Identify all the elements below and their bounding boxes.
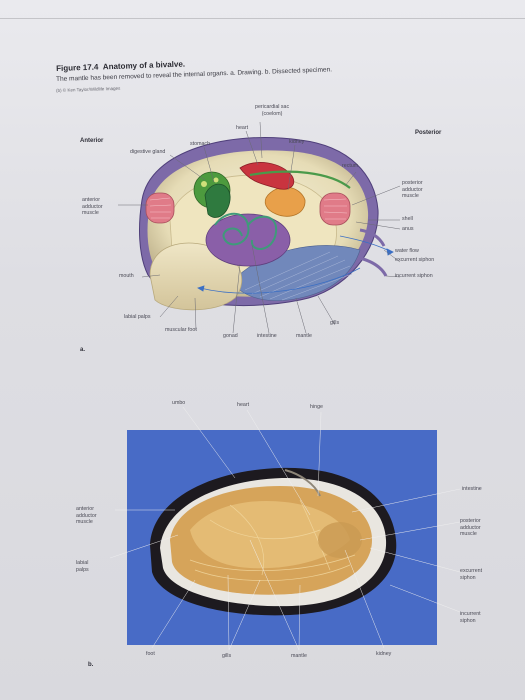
drawing-incurrent-siphon [359, 256, 388, 277]
photo-label-umbo: umbo [172, 400, 186, 406]
drawing-heart [239, 162, 295, 190]
label-intestine: intestine [257, 333, 277, 339]
drawing-foot [149, 242, 243, 311]
photo-label-excurrent-siphon: excurrent siphon [460, 568, 483, 581]
label-anus: anus [402, 226, 414, 232]
label-muscular-foot: muscular foot [165, 327, 197, 333]
label-mouth: mouth [119, 273, 134, 279]
drawing-stomach [204, 183, 231, 218]
label-gonad: gonad [223, 333, 238, 339]
page-edge-line [0, 18, 525, 19]
photo-label-heart: heart [237, 402, 250, 408]
label-mantle: mantle [296, 333, 312, 339]
label-incurrent-siphon: incurrent siphon [395, 273, 433, 279]
panel-b-letter: b. [88, 662, 94, 668]
label-gills: gills [330, 320, 340, 326]
photo-posterior-region [318, 522, 362, 558]
label-heart: heart [236, 125, 249, 131]
photo-label-anterior-adductor: anterior adductor muscle [76, 506, 97, 525]
panel-a-letter: a. [80, 347, 86, 353]
label-excurrent-siphon: excurrent siphon [395, 257, 435, 263]
posterior-label: Posterior [415, 130, 442, 136]
anterior-label: Anterior [80, 138, 104, 144]
photo-label-foot: foot [146, 651, 155, 657]
label-labial-palps: labial palps [124, 314, 151, 320]
label-kidney: kidney [289, 139, 305, 145]
drawing-posterior-adductor [319, 192, 351, 226]
label-digestive-gland: digestive gland [130, 149, 166, 155]
photo-label-gills: gills [222, 653, 232, 659]
label-water-flow: water flow [395, 248, 419, 254]
label-anterior-adductor: anterior adductor muscle [82, 197, 103, 216]
drawing-gonad [205, 213, 291, 267]
label-rectum: rectum [342, 163, 359, 169]
label-stomach: stomach [190, 141, 211, 147]
drawing-excurrent-siphon [359, 228, 386, 247]
photo-label-posterior-adductor: posterior adductor muscle [460, 518, 481, 537]
drawing-intestine [214, 212, 278, 250]
photo-label-hinge: hinge [310, 404, 323, 410]
label-pericardial-sac: pericardial sac (coelom) [255, 104, 290, 117]
photo-label-labial-palps: labial palps [76, 560, 89, 573]
label-shell: shell [402, 216, 413, 222]
photo-label-incurrent-siphon: incurrent siphon [460, 611, 481, 624]
drawing-rectum [249, 170, 351, 189]
photo-label-kidney: kidney [376, 651, 392, 657]
photo-label-intestine: intestine [462, 486, 482, 492]
photo-label-mantle: mantle [291, 653, 307, 659]
label-posterior-adductor: posterior adductor muscle [402, 180, 423, 199]
drawing-anterior-adductor [145, 192, 175, 224]
